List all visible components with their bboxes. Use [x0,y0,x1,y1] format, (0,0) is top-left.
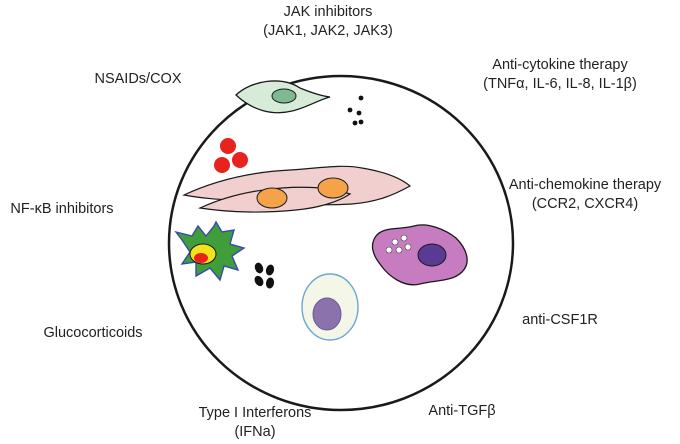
label-type1-interferons: Type I Interferons (IFNa) [175,404,335,442]
lymphocyte-nucleus-icon [312,297,342,331]
label-anti-chemokine-line2: (CCR2, CXCR4) [531,196,639,212]
label-anti-tgfb: Anti-TGFβ [412,402,512,421]
label-nsaids: NSAIDs/COX [78,70,198,89]
label-anti-tgfb-line1: Anti-TGFβ [428,403,496,419]
spindle-cell-icon [235,80,331,114]
red-blood-cells-icon [214,138,248,173]
label-glucocorticoids-line1: Glucocorticoids [43,325,143,341]
label-ifn-line2: (IFNa) [234,424,276,440]
label-anti-cytokine-line1: Anti-cytokine therapy [492,57,628,73]
lymphocyte-icon [301,273,359,341]
label-glucocorticoids: Glucocorticoids [28,324,158,343]
fibroblast-cells-icon [182,165,412,213]
spindle-nucleus-icon [271,88,297,104]
granules-icon [254,262,275,289]
cytokine-dots-icon [347,95,364,126]
label-jak-inhibitors: JAK inhibitors (JAK1, JAK2, JAK3) [248,3,408,41]
macrophage-icon [371,224,468,286]
label-jak-line1: JAK inhibitors [283,4,373,20]
dendritic-cell-icon [174,220,246,282]
fibroblast-nucleus-icon [317,177,349,199]
label-anti-csf1r-line1: anti-CSF1R [522,312,598,328]
tumor-microenvironment-circle [167,74,515,412]
label-anti-chemokine: Anti-chemokine therapy (CCR2, CXCR4) [496,176,674,214]
label-ifn-line1: Type I Interferons [198,405,312,421]
macrophage-nucleus-icon [417,243,447,267]
label-nfkb-line1: NF-κB inhibitors [10,201,114,217]
label-anti-cytokine-line2: (TNFα, IL-6, IL-8, IL-1β) [483,76,637,92]
label-nfkb-inhibitors: NF-κB inhibitors [2,200,122,219]
label-nsaids-line1: NSAIDs/COX [94,71,182,87]
label-anti-cytokine: Anti-cytokine therapy (TNFα, IL-6, IL-8,… [460,56,660,94]
label-anti-chemokine-line1: Anti-chemokine therapy [508,177,662,193]
label-jak-line2: (JAK1, JAK2, JAK3) [263,23,393,39]
dendritic-core-icon [194,253,208,263]
label-anti-csf1r: anti-CSF1R [510,311,610,330]
phagosome-dots-icon [385,234,412,254]
fibroblast-nucleus-icon [256,187,288,209]
